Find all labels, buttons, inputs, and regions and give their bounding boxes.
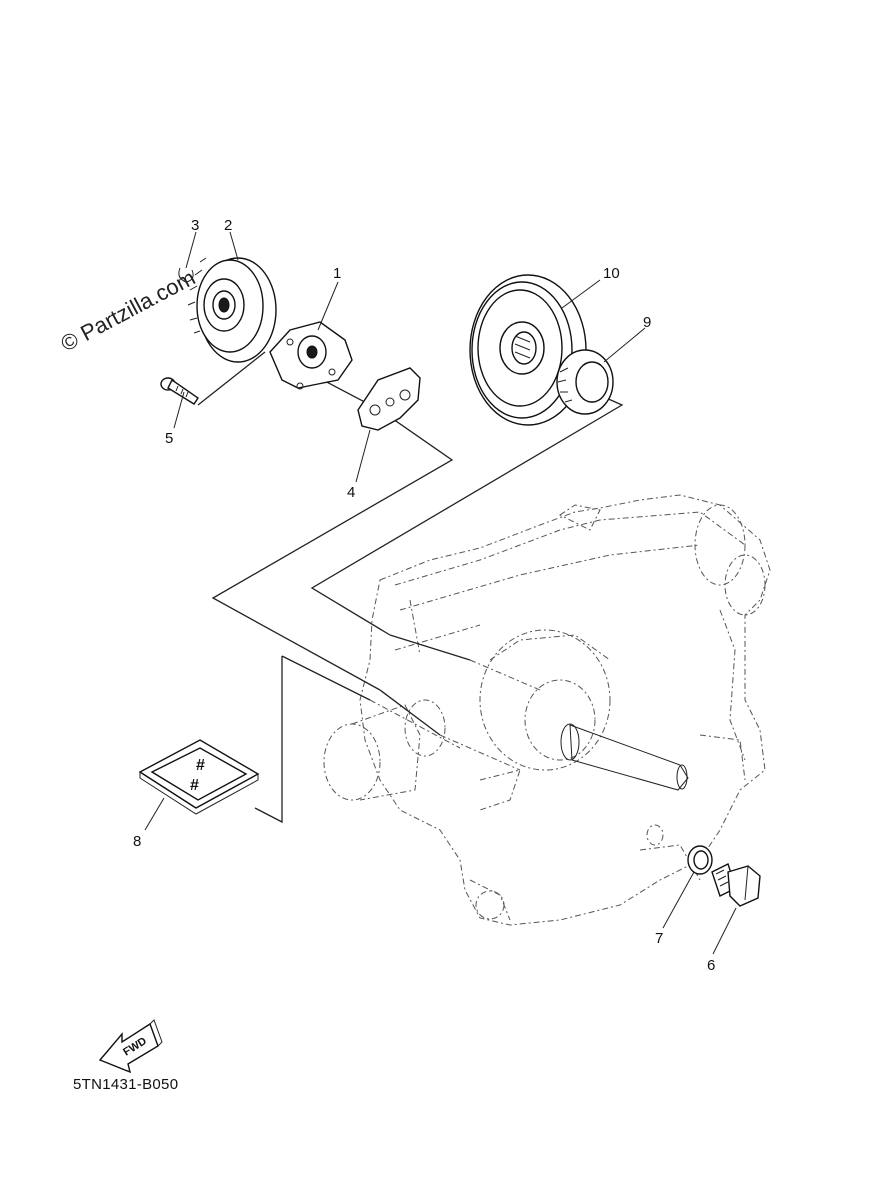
callout-numbers: 1 2 3 4 5 6 7 8 9 10 bbox=[133, 217, 715, 974]
callout-4: 4 bbox=[347, 484, 355, 501]
circlip bbox=[178, 267, 194, 283]
diagram-code: 5TN1431-B050 bbox=[73, 1076, 179, 1093]
drain-washer bbox=[687, 845, 713, 875]
callout-9: 9 bbox=[643, 314, 651, 331]
svg-text:#: # bbox=[190, 777, 199, 794]
callout-2: 2 bbox=[224, 217, 232, 234]
drain-bolt bbox=[711, 863, 761, 907]
callout-8: 8 bbox=[133, 833, 141, 850]
pump-screw bbox=[160, 377, 199, 405]
oil-strainer: # # bbox=[138, 739, 260, 815]
engine-crankcase bbox=[323, 494, 771, 926]
callout-5: 5 bbox=[165, 430, 173, 447]
watermark: © Partzilla.com bbox=[57, 265, 200, 357]
routing-lines bbox=[197, 351, 624, 824]
svg-text:#: # bbox=[196, 757, 205, 774]
pump-drive-gear bbox=[556, 349, 614, 415]
oil-pump-assembly bbox=[269, 321, 353, 390]
oil-pump-driven-gear bbox=[187, 257, 277, 363]
fwd-arrow-icon: FWD bbox=[98, 1019, 163, 1074]
callout-7: 7 bbox=[655, 930, 663, 947]
callout-6: 6 bbox=[707, 957, 715, 974]
callout-1: 1 bbox=[333, 265, 341, 282]
callout-leaders bbox=[144, 231, 737, 955]
callout-3: 3 bbox=[191, 217, 199, 234]
pump-gasket bbox=[357, 367, 421, 431]
callout-10: 10 bbox=[603, 265, 620, 282]
